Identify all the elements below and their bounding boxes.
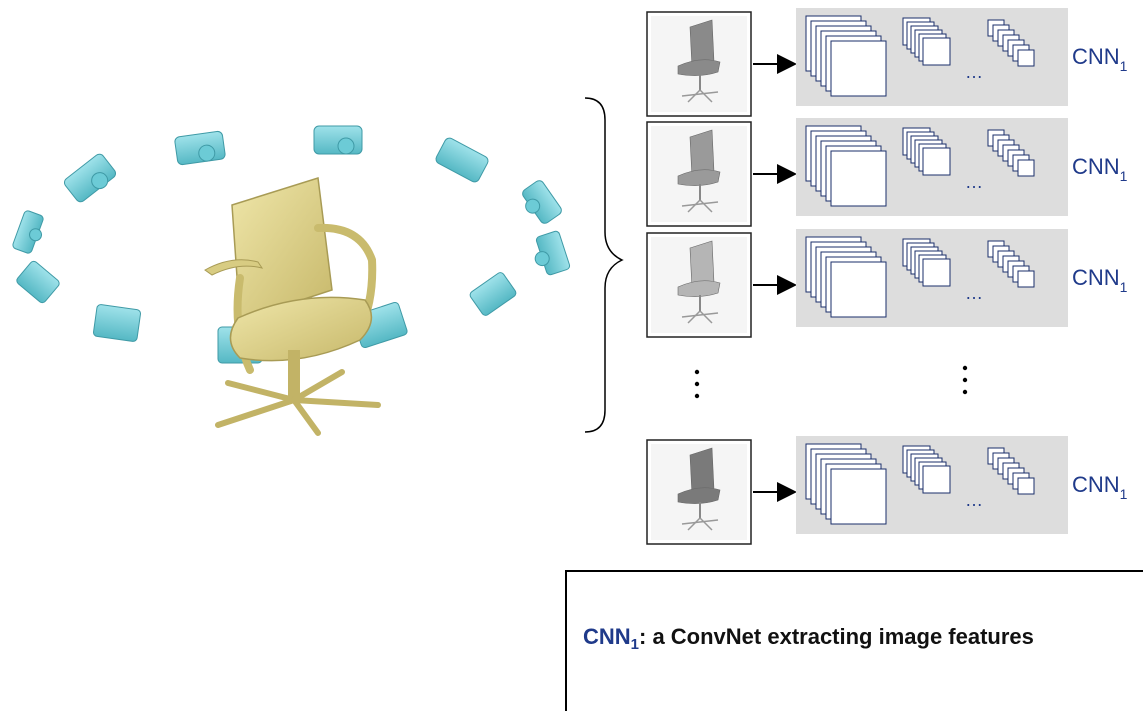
camera-icon [174,130,226,166]
legend-box: CNN1: a ConvNet extracting image feature… [565,570,1143,711]
camera-icon [93,304,141,342]
view-row: … CNN1 [646,8,1128,117]
cnn-panel: … [796,118,1068,216]
horizontal-ellipsis: … [965,283,983,303]
camera-icon [522,180,562,224]
grouping-brace [584,97,624,433]
camera-ring [12,125,571,364]
feature-map [922,37,951,66]
view-row: … CNN1 [646,118,1128,227]
feature-map [922,465,951,494]
feature-map [830,40,887,97]
camera-icon [435,137,489,183]
camera-icon [63,153,117,203]
camera-icon [534,230,571,276]
cnn-panel: … [796,229,1068,327]
view-row: … CNN1 [646,436,1128,545]
horizontal-ellipsis: … [965,172,983,192]
feature-map [1017,159,1035,177]
feature-map [830,261,887,318]
cnn-label: CNN1 [1072,472,1128,502]
vertical-ellipsis-left [694,369,700,399]
cnn-label: CNN1 [1072,265,1128,295]
camera-icon [12,210,44,254]
feature-map [830,150,887,207]
legend-cnn-name: CNN1 [583,624,639,654]
chair-thumbnail [677,240,721,324]
feature-map [1017,270,1035,288]
feature-map [922,258,951,287]
feature-map [922,147,951,176]
legend-text: CNN1: a ConvNet extracting image feature… [583,624,1034,653]
chair-model [204,177,381,436]
horizontal-ellipsis: … [965,62,983,82]
cnn-panel: … [796,436,1068,534]
vertical-ellipsis-right [962,365,968,395]
camera-icon [16,260,60,304]
chair-thumbnail [677,19,721,103]
chair-thumbnail [677,129,721,213]
feature-map [1017,49,1035,67]
feature-map [1017,477,1035,495]
feature-map [830,468,887,525]
chair-thumbnail [677,447,721,531]
camera-icon [313,125,363,155]
cnn-label: CNN1 [1072,44,1128,74]
horizontal-ellipsis: … [965,490,983,510]
legend-description: : a ConvNet extracting image features [639,624,1034,649]
camera-icon [469,272,517,316]
cnn-panel: … [796,8,1068,106]
view-row: … CNN1 [646,229,1128,338]
cnn-label: CNN1 [1072,154,1128,184]
